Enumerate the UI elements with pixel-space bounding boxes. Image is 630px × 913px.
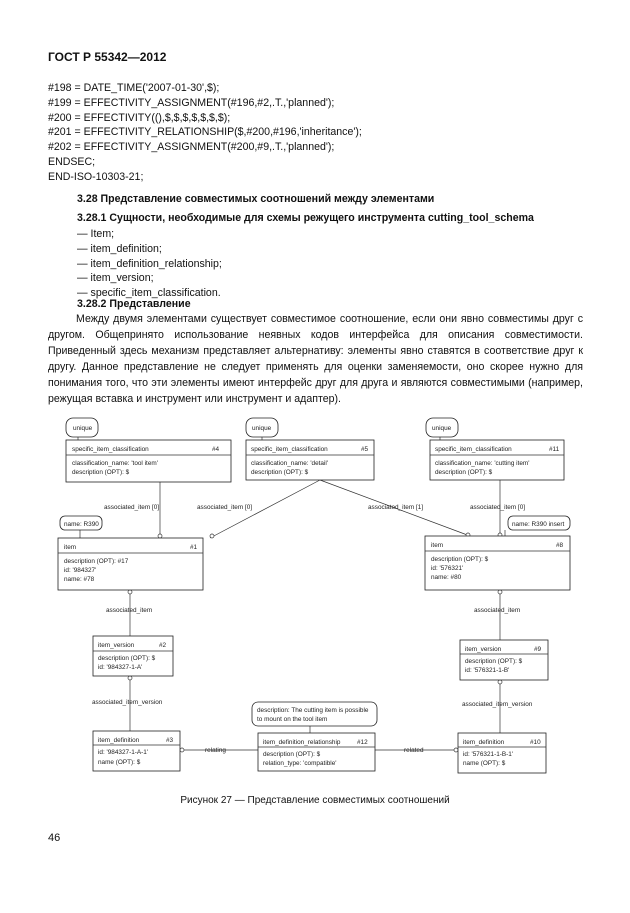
svg-text:#12: #12	[357, 739, 368, 746]
svg-text:to mount on the tool item: to mount on the tool item	[257, 716, 327, 723]
svg-text:#11: #11	[549, 446, 560, 453]
document-header: ГОСТ Р 55342—2012	[48, 50, 167, 64]
svg-text:description (OPT): $: description (OPT): $	[251, 469, 309, 476]
code-line: #199 = EFFECTIVITY_ASSIGNMENT(#196,#2,.T…	[48, 96, 335, 109]
svg-text:name: R390: name: R390	[64, 521, 99, 528]
svg-text:#10: #10	[530, 739, 541, 746]
label-associated-item-0a: associated_item [0]	[104, 504, 159, 511]
entity-sic-5: specific_item_classification #5 classifi…	[245, 439, 375, 481]
code-line: END-ISO-10303-21;	[48, 170, 144, 183]
svg-text:description: The cutting item: description: The cutting item is possibl…	[257, 707, 369, 714]
entity-sic-4: specific_item_classification #4 classifi…	[65, 439, 232, 483]
svg-text:classification_name: 'tool ite: classification_name: 'tool item'	[72, 460, 158, 467]
list-item: — specific_item_classification.	[77, 287, 221, 300]
svg-text:description (OPT): $: description (OPT): $	[465, 658, 523, 665]
note-unique-2: unique	[245, 417, 279, 438]
entity-list: — Item; — item_definition; — item_defini…	[77, 227, 222, 301]
svg-text:name: #78: name: #78	[64, 576, 95, 583]
svg-text:description (OPT): $: description (OPT): $	[72, 469, 130, 476]
code-line: #202 = EFFECTIVITY_ASSIGNMENT(#200,#9,.T…	[48, 141, 335, 154]
label-associated-item-0b: associated_item [0]	[197, 504, 252, 511]
svg-text:description (OPT): $: description (OPT): $	[98, 655, 156, 662]
entity-item-definition-3: item_definition #3 id: '984327-1-A-1' na…	[92, 730, 181, 772]
list-item: — item_definition;	[77, 242, 162, 255]
note-unique-3: unique	[425, 417, 459, 438]
list-item: — Item;	[77, 228, 115, 240]
connector-lines	[77, 437, 506, 751]
svg-text:name (OPT): $: name (OPT): $	[463, 760, 506, 767]
label-associated-item-1: associated_item [1]	[368, 504, 423, 511]
note-name-r390: name: R390	[59, 515, 103, 531]
svg-text:specific_item_classification: specific_item_classification	[435, 446, 512, 453]
svg-text:classification_name: 'cutting: classification_name: 'cutting item'	[435, 460, 529, 467]
svg-text:item_definition: item_definition	[463, 739, 505, 746]
note-name-r390-insert: name: R390 insert	[507, 515, 571, 531]
svg-text:#2: #2	[159, 642, 167, 649]
entity-item-definition-relationship-12: item_definition_relationship #12 descrip…	[257, 732, 376, 772]
entity-item-version-9: item_version #9 description (OPT): $ id:…	[459, 639, 549, 681]
svg-text:id: '576321-1-B-1': id: '576321-1-B-1'	[463, 751, 513, 758]
section-heading-3-28: 3.28 Представление совместимых соотношен…	[77, 193, 435, 205]
section-heading-3-28-2: 3.28.2 Представление	[77, 298, 191, 310]
body-paragraph: Между двумя элементами существует совмес…	[48, 313, 583, 405]
entity-item-version-2: item_version #2 description (OPT): $ id:…	[92, 635, 174, 677]
label-associated-item-right: associated_item	[474, 607, 520, 614]
label-associated-item-0c: associated_item [0]	[470, 504, 525, 511]
figure-caption: Рисунок 27 — Представление совместимых с…	[180, 795, 450, 806]
svg-text:#3: #3	[166, 737, 174, 744]
code-block: #198 = DATE_TIME('2007-01-30',$); #199 =…	[48, 81, 362, 185]
svg-text:#5: #5	[361, 446, 369, 453]
svg-text:id: '576321': id: '576321'	[431, 565, 463, 572]
svg-text:specific_item_classification: specific_item_classification	[72, 446, 149, 453]
svg-text:item: item	[431, 542, 443, 549]
svg-text:description (OPT): #17: description (OPT): #17	[64, 558, 129, 565]
code-line: #201 = EFFECTIVITY_RELATIONSHIP($,#200,#…	[48, 126, 362, 139]
svg-text:classification_name: 'detail': classification_name: 'detail'	[251, 460, 328, 467]
svg-text:unique: unique	[432, 425, 452, 432]
code-line: ENDSEC;	[48, 155, 96, 168]
entity-item-8: item #8 description (OPT): $ id: '576321…	[424, 535, 571, 591]
svg-text:specific_item_classification: specific_item_classification	[251, 446, 328, 453]
svg-text:#8: #8	[556, 542, 564, 549]
svg-text:description (OPT): $: description (OPT): $	[435, 469, 493, 476]
svg-text:item: item	[64, 544, 76, 551]
label-associated-item-version-right: associated_item_version	[462, 701, 533, 708]
svg-text:id: '576321-1-B': id: '576321-1-B'	[465, 667, 509, 674]
code-line: #198 = DATE_TIME('2007-01-30',$);	[48, 82, 220, 94]
svg-text:item_definition: item_definition	[98, 737, 140, 744]
label-associated-item-left: associated_item	[106, 607, 152, 614]
entity-sic-11: specific_item_classification #11 classif…	[429, 439, 565, 481]
svg-text:name: #80: name: #80	[431, 574, 462, 581]
list-item: — item_version;	[77, 272, 154, 285]
svg-text:#4: #4	[212, 446, 220, 453]
svg-text:item_definition_relationship: item_definition_relationship	[263, 739, 341, 746]
label-associated-item-version-left: associated_item_version	[92, 699, 163, 706]
page-number: 46	[48, 832, 61, 844]
svg-text:id: '984327': id: '984327'	[64, 567, 96, 574]
svg-text:description (OPT): $: description (OPT): $	[263, 751, 321, 758]
svg-text:item_version: item_version	[98, 642, 135, 649]
svg-text:relation_type: 'compatible': relation_type: 'compatible'	[263, 760, 337, 767]
svg-text:id: '984327-1-A-1': id: '984327-1-A-1'	[98, 749, 148, 756]
entity-item-definition-10: item_definition #10 id: '576321-1-B-1' n…	[457, 732, 547, 774]
svg-text:name (OPT): $: name (OPT): $	[98, 759, 141, 766]
svg-text:#9: #9	[534, 646, 542, 653]
entity-item-1: item #1 description (OPT): #17 id: '9843…	[57, 537, 204, 591]
svg-text:id: '984327-1-A': id: '984327-1-A'	[98, 664, 142, 671]
code-line: #200 = EFFECTIVITY((),$,$,$,$,$,$,$);	[48, 111, 231, 124]
svg-text:unique: unique	[73, 425, 93, 432]
section-heading-3-28-1: 3.28.1 Сущности, необходимые для схемы р…	[77, 212, 534, 224]
list-item: — item_definition_relationship;	[77, 257, 222, 270]
label-relating: relating	[205, 747, 226, 754]
label-related: related	[404, 747, 424, 754]
svg-text:description (OPT): $: description (OPT): $	[431, 556, 489, 563]
svg-text:unique: unique	[252, 425, 272, 432]
note-unique-1: unique	[65, 417, 99, 438]
svg-text:item_version: item_version	[465, 646, 502, 653]
svg-text:#1: #1	[190, 544, 198, 551]
note-description: description: The cutting item is possibl…	[251, 701, 378, 727]
svg-text:name: R390 insert: name: R390 insert	[512, 521, 564, 528]
